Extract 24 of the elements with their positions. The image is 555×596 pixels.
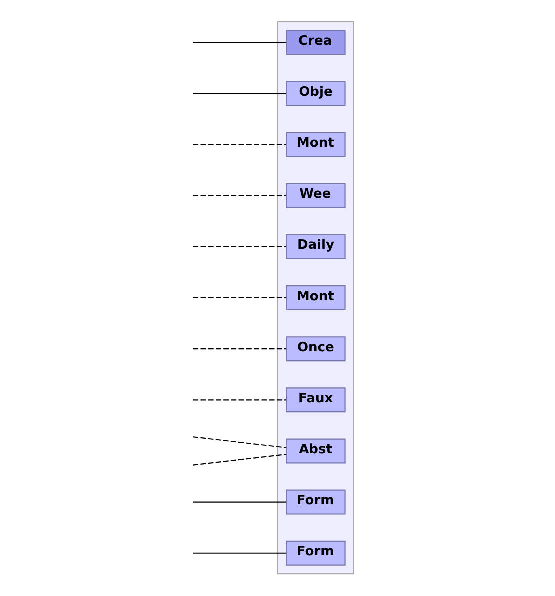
- node-box: Once: [286, 336, 346, 362]
- node-box: Faux: [286, 388, 346, 413]
- cluster: [277, 21, 354, 575]
- connector: [193, 454, 287, 466]
- connector: [193, 42, 286, 44]
- node-box: Abst: [286, 438, 346, 464]
- connector: [193, 195, 286, 196]
- connector: [193, 400, 286, 401]
- node-box: Daily: [286, 234, 346, 260]
- node-box: Form: [286, 540, 346, 566]
- connector: [193, 552, 286, 554]
- connector: [193, 502, 286, 503]
- connector: [193, 348, 286, 350]
- node-box: Obje: [286, 81, 346, 106]
- node-box: Form: [286, 490, 346, 515]
- connector: [193, 246, 286, 248]
- node-box: Mont: [286, 132, 346, 158]
- connector: [193, 144, 286, 146]
- connector: [193, 93, 286, 94]
- connector: [193, 436, 287, 448]
- node-box: Wee: [286, 183, 346, 208]
- node-box: Crea: [286, 30, 346, 56]
- connector: [193, 297, 286, 299]
- node-box: Mont: [286, 286, 346, 310]
